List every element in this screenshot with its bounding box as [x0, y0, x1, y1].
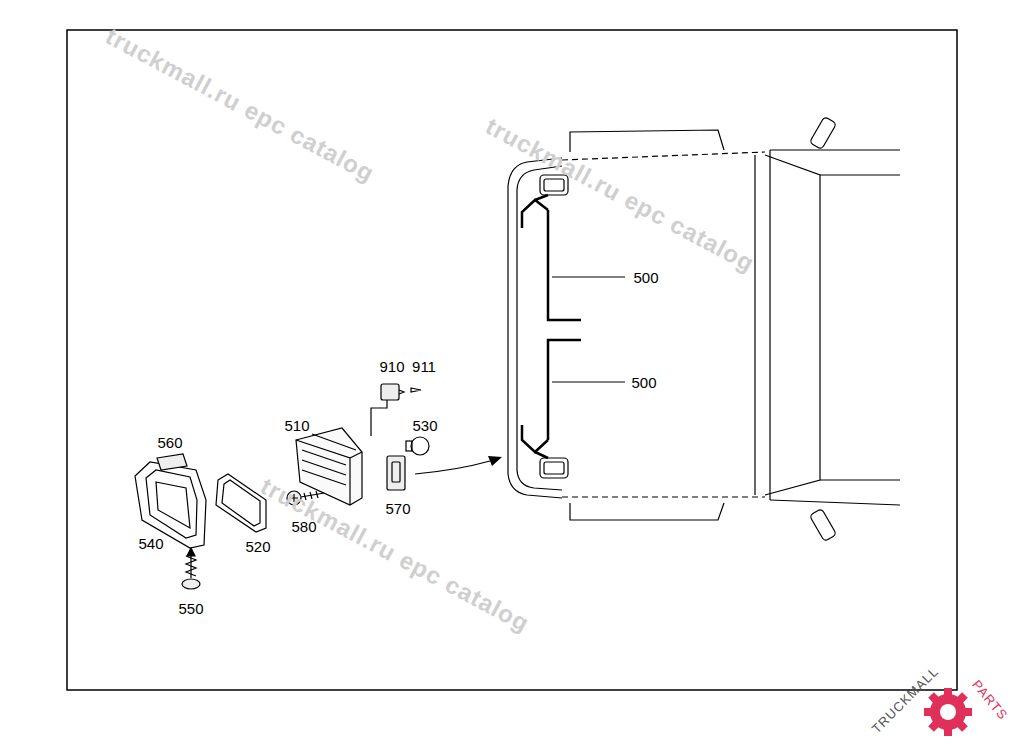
- callout-number: 910: [379, 359, 404, 374]
- callout-number: 911: [412, 359, 436, 374]
- watermark: truckmall.ru epc catalog: [482, 114, 758, 276]
- callout-number: 520: [245, 539, 270, 554]
- callout-number: 540: [138, 536, 163, 551]
- callout-number: 500: [633, 270, 658, 285]
- callout-number: 550: [178, 601, 203, 616]
- callout-number: 510: [284, 418, 309, 433]
- callout-number: 560: [157, 435, 182, 450]
- callout-number: 500: [631, 375, 656, 390]
- callout-number: 570: [385, 501, 410, 516]
- watermark: truckmall.ru epc catalog: [257, 474, 533, 636]
- callout-number: 530: [412, 418, 437, 433]
- watermark: truckmall.ru epc catalog: [102, 24, 378, 186]
- logo-text: PARTS: [970, 678, 1010, 722]
